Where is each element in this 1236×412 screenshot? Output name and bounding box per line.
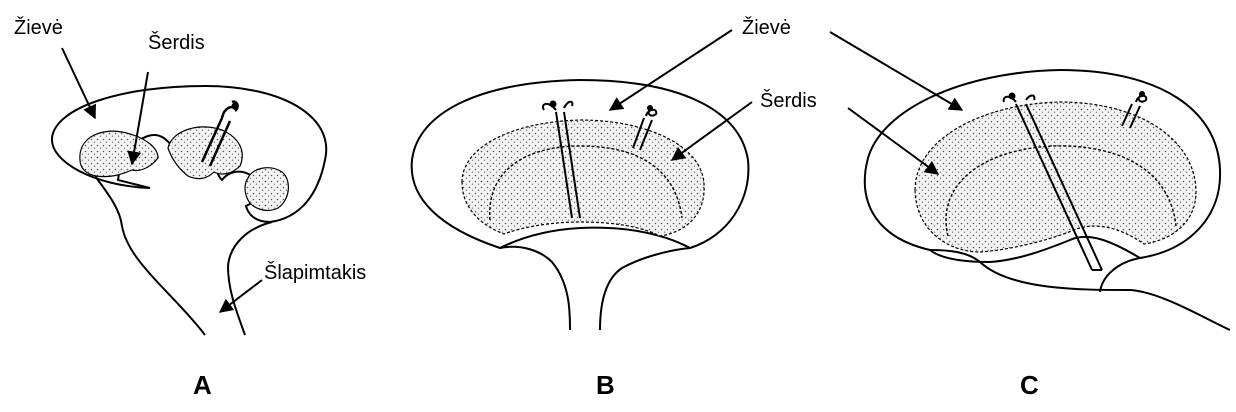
arrow-c-cortex: [830, 32, 962, 110]
label-a-ureter: Šlapimtakis: [264, 263, 366, 283]
panel-label-a: A: [193, 372, 212, 398]
kidney-c-glomerulus-1: [1009, 93, 1016, 100]
kidney-b-pelvis: [500, 247, 690, 330]
kidney-c: [865, 70, 1230, 330]
label-a-cortex: Žievė: [14, 18, 63, 38]
label-a-medulla: Šerdis: [148, 33, 205, 53]
kidney-c-glomerulus-2: [1139, 91, 1145, 97]
arrow-a-cortex: [62, 48, 95, 118]
arrow-a-ureter: [220, 280, 262, 312]
panel-label-c: C: [1020, 372, 1039, 398]
kidney-a-pelvis: [95, 176, 272, 335]
kidney-a: [52, 86, 326, 335]
kidney-b-glomerulus-1: [550, 101, 557, 108]
kidney-a-medulla-left: [80, 131, 158, 176]
label-bc-medulla: Šerdis: [760, 91, 817, 111]
kidney-b-glomerulus-2: [647, 105, 653, 111]
label-bc-cortex: Žievė: [742, 18, 791, 38]
kidney-a-glomerulus: [232, 103, 239, 110]
panel-label-b: B: [596, 372, 615, 398]
kidney-b: [412, 80, 749, 330]
kidney-a-medulla-right: [245, 168, 288, 211]
